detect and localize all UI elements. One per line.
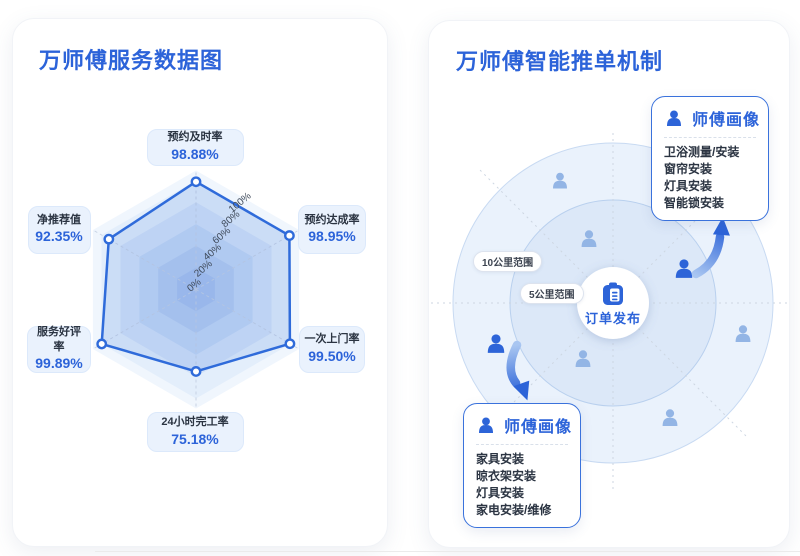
person-head	[556, 172, 564, 181]
portrait-item: 灯具安装	[476, 486, 525, 500]
person-head	[738, 325, 748, 334]
portrait-card-bottom: 师傅画像 家具安装晾衣架安装灯具安装家电安装/维修	[463, 403, 581, 528]
person-head	[665, 409, 675, 418]
metric-value: 99.50%	[308, 347, 356, 364]
portrait-item: 智能锁安装	[664, 196, 725, 210]
radar-axis-label: 预约达成率 98.95%	[298, 205, 366, 254]
divider	[476, 444, 568, 445]
portrait-item: 窗帘安装	[664, 162, 713, 176]
portrait-item-list: 家具安装晾衣架安装灯具安装家电安装/维修	[476, 451, 568, 519]
arrowhead	[513, 380, 530, 401]
range-badge-10km: 10公里范围	[473, 251, 543, 272]
metric-name: 预约及时率	[167, 131, 223, 144]
clipboard-line	[612, 291, 618, 294]
portrait-item: 晾衣架安装	[476, 469, 537, 483]
clipboard-page	[610, 288, 620, 302]
arrowhead	[712, 217, 730, 236]
portrait-item-list: 卫浴测量/安装窗帘安装灯具安装智能锁安装	[664, 144, 756, 212]
metric-value: 98.95%	[308, 228, 356, 245]
person-body	[581, 238, 597, 247]
person-body	[662, 417, 678, 426]
data-point-marker	[190, 366, 202, 377]
radar-axis-line	[92, 289, 197, 350]
person-icon	[581, 230, 597, 247]
metric-value: 92.35%	[35, 228, 83, 245]
person-icon	[479, 417, 493, 433]
metric-name: 24小时完工率	[161, 416, 229, 429]
person-body	[575, 358, 591, 367]
right-panel-title: 万师傅智能推单机制	[456, 49, 664, 74]
person-icon	[667, 110, 681, 126]
person-icon	[553, 172, 567, 189]
metric-name: 一次上门率	[304, 333, 360, 346]
smart-dispatch-panel: 万师傅智能推单机制 订单发布 10公里范围 5公里范围 师傅画像 卫浴测量/安装…	[428, 20, 790, 548]
person-icon-matched	[487, 334, 505, 353]
arrow-up-curve	[691, 232, 725, 279]
arrow-up-head	[712, 217, 730, 236]
person-body	[675, 268, 693, 278]
person-icon	[735, 325, 751, 342]
data-point-marker	[284, 338, 296, 350]
portrait-item: 家电安装/维修	[476, 503, 552, 517]
metric-name: 服务好评率	[37, 325, 81, 353]
person-body	[487, 343, 505, 353]
divider	[664, 137, 756, 138]
metric-value: 99.89%	[35, 355, 83, 372]
order-publish-label: 订单发布	[585, 311, 641, 326]
portrait-item: 卫浴测量/安装	[664, 145, 740, 159]
person-head	[679, 259, 689, 269]
clipboard-line	[612, 298, 618, 301]
dispatch-diagram: 订单发布	[431, 133, 789, 489]
range-badge-5km: 5公里范围	[520, 283, 584, 304]
page-bottom-divider	[95, 551, 800, 552]
person-body	[735, 333, 751, 342]
portrait-card-title: 师傅画像	[692, 112, 761, 129]
radar-axis-line	[195, 289, 300, 350]
metric-value: 75.18%	[171, 430, 219, 447]
data-point-marker	[190, 176, 202, 188]
person-head	[584, 230, 594, 239]
person-icon-matched	[675, 259, 693, 278]
portrait-card-top: 师傅画像 卫浴测量/安装窗帘安装灯具安装智能锁安装	[651, 96, 769, 221]
portrait-item: 家具安装	[476, 452, 525, 466]
arrow-down-head	[513, 380, 530, 401]
data-point-marker	[96, 338, 108, 350]
person-body	[553, 180, 567, 189]
metric-value: 98.88%	[171, 145, 219, 162]
metric-name: 净推荐值	[37, 213, 81, 226]
portrait-card-title: 师傅画像	[504, 419, 573, 436]
portrait-item: 灯具安装	[664, 179, 713, 193]
person-icon	[662, 409, 678, 426]
metric-name: 预约达成率	[304, 213, 360, 226]
left-panel-title: 万师傅服务数据图	[39, 48, 224, 73]
radar-axis-label: 净推荐值 92.35%	[27, 205, 91, 254]
radar-chart: 0%20%40%60%80%100%	[92, 170, 300, 409]
radar-axis-line	[195, 229, 300, 290]
person-head	[491, 334, 501, 344]
clipboard-icon	[603, 282, 623, 305]
clipboard-clip	[609, 282, 617, 287]
person-icon	[575, 350, 591, 367]
clipboard-line	[612, 295, 618, 297]
data-point-marker	[103, 233, 115, 245]
data-point-marker	[284, 230, 295, 241]
radar-axis-label: 服务好评率 99.89%	[27, 325, 91, 373]
arrow-down-curve	[506, 340, 522, 388]
person-head	[578, 350, 588, 359]
radar-axis-line	[92, 229, 197, 290]
